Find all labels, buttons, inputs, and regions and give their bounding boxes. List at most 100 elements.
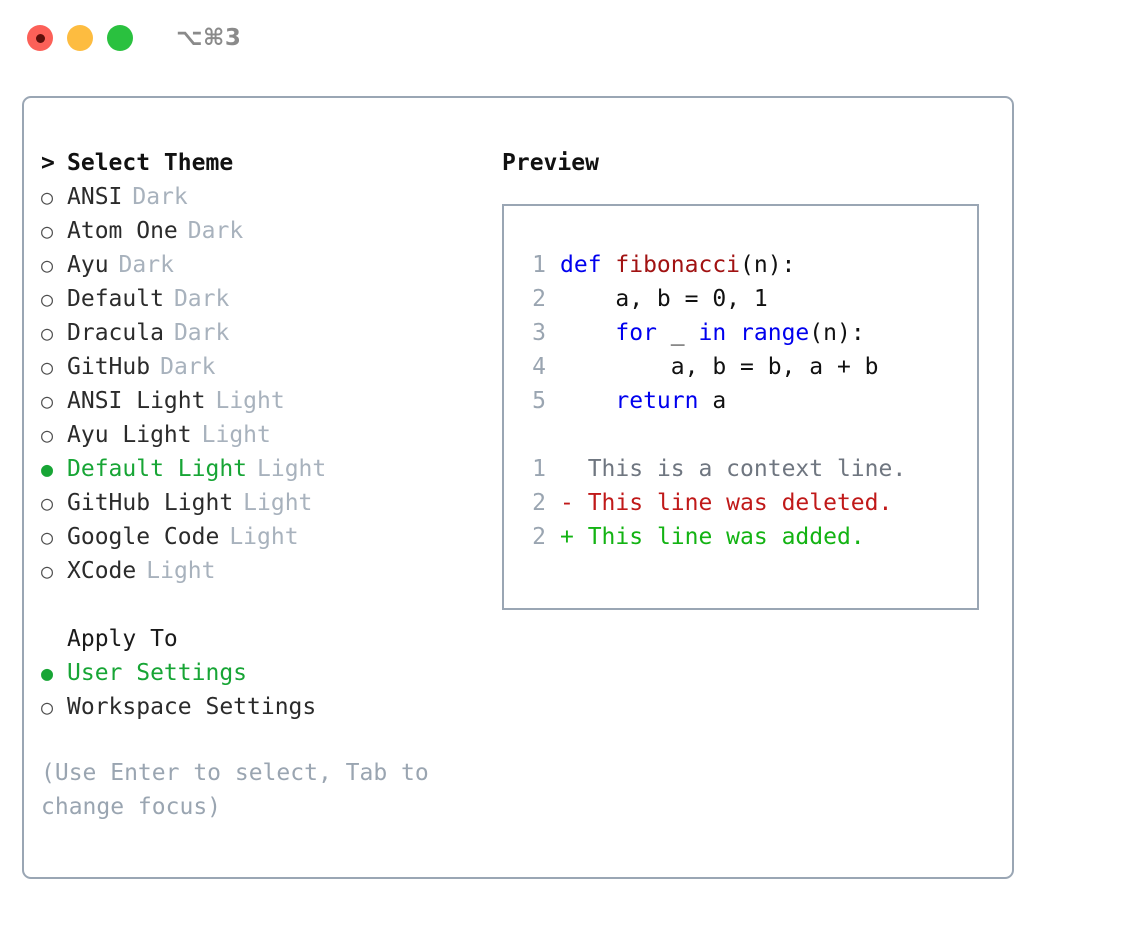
theme-name: GitHub Light — [67, 490, 234, 516]
code-token: return — [615, 388, 699, 414]
radio-unselected-icon: ○ — [41, 185, 54, 209]
line-number: 2 — [532, 524, 546, 550]
apply-to-option-label: Workspace Settings — [67, 694, 317, 720]
window-title-shortcut: ⌥⌘3 — [176, 25, 242, 51]
code-text: for _ in range(n): — [560, 316, 865, 350]
theme-name: Ayu Light — [67, 422, 192, 448]
close-button[interactable] — [27, 25, 53, 51]
line-number: 2 — [532, 490, 546, 516]
code-token: a — [698, 388, 727, 414]
theme-name: Ayu — [67, 252, 109, 278]
code-token — [726, 320, 740, 346]
line-number: 4 — [532, 354, 546, 380]
theme-variant-tag: Dark — [132, 184, 188, 210]
theme-variant-tag: Dark — [173, 286, 230, 312]
select-theme-heading-label: Select Theme — [67, 150, 234, 176]
maximize-button[interactable] — [107, 25, 133, 51]
theme-list-item[interactable]: ○ GitHub Light Light — [41, 486, 501, 520]
code-token: def — [560, 252, 616, 278]
code-token: in — [698, 320, 727, 346]
radio-selected-icon: ● — [41, 661, 54, 685]
theme-list-item[interactable]: ○ ANSI Light Light — [41, 384, 501, 418]
theme-list-item[interactable]: ○ ANSI Dark — [41, 180, 501, 214]
radio-unselected-icon: ○ — [41, 695, 54, 719]
radio-unselected-icon: ○ — [41, 389, 54, 413]
theme-variant-tag: Dark — [187, 218, 244, 244]
code-token: (n): — [740, 252, 796, 278]
code-token: a, b = b, a + b — [560, 354, 879, 380]
code-line: 4 a, b = b, a + b — [518, 350, 977, 384]
radio-unselected-icon: ○ — [41, 423, 54, 447]
theme-list-item[interactable]: ○ Default Dark — [41, 282, 501, 316]
diff-line: 2 + This line was added. — [518, 520, 977, 554]
code-token: fibonacci — [615, 252, 741, 278]
theme-variant-tag: Dark — [173, 320, 230, 346]
diff-text: This is a context line. — [587, 456, 907, 482]
radio-unselected-icon: ○ — [41, 525, 54, 549]
theme-variant-tag: Dark — [118, 252, 174, 278]
line-number: 1 — [532, 252, 546, 278]
code-token: range — [740, 320, 810, 346]
line-number: 3 — [532, 320, 546, 346]
theme-name: Default — [67, 286, 164, 312]
diff-sample: 1 This is a context line.2- This line wa… — [518, 452, 977, 554]
code-token — [560, 388, 615, 414]
code-token: a, b = 0, 1 — [560, 286, 768, 312]
theme-variant-tag: Light — [229, 524, 299, 550]
apply-to-option-label: User Settings — [67, 660, 248, 686]
theme-variant-tag: Light — [146, 558, 216, 584]
apply-to-option[interactable]: ○ Workspace Settings — [41, 690, 501, 724]
theme-name: ANSI — [67, 184, 123, 210]
line-number: 2 — [532, 286, 546, 312]
radio-unselected-icon: ○ — [41, 559, 54, 583]
code-token — [560, 320, 615, 346]
code-line: 2 a, b = 0, 1 — [518, 282, 977, 316]
diff-marker: + — [560, 524, 588, 550]
theme-variant-tag: Light — [215, 388, 285, 414]
theme-name: ANSI Light — [67, 388, 206, 414]
diff-line: 2- This line was deleted. — [518, 486, 977, 520]
code-line: 1 def fibonacci(n): — [518, 248, 977, 282]
theme-name: Atom One — [67, 218, 178, 244]
apply-to-option[interactable]: ● User Settings — [41, 656, 501, 690]
theme-name: GitHub — [67, 354, 151, 380]
theme-variant-tag: Light — [243, 490, 313, 516]
code-text: return a — [560, 384, 726, 418]
code-token: _ — [656, 320, 699, 346]
line-number: 5 — [532, 388, 546, 414]
line-number: 1 — [532, 456, 546, 482]
diff-marker: - — [560, 490, 588, 516]
preview-title: Preview — [502, 150, 599, 176]
theme-variant-tag: Light — [257, 456, 327, 482]
close-icon — [35, 33, 45, 43]
radio-unselected-icon: ○ — [41, 321, 54, 345]
radio-selected-icon: ● — [41, 457, 54, 481]
minimize-button[interactable] — [67, 25, 93, 51]
diff-line: 1 This is a context line. — [518, 452, 977, 486]
diff-text: This line was added. — [587, 524, 865, 550]
select-theme-heading: > Select Theme — [41, 146, 501, 180]
theme-variant-tag: Dark — [160, 354, 216, 380]
diff-text: This line was deleted. — [587, 490, 893, 516]
radio-unselected-icon: ○ — [41, 491, 54, 515]
titlebar: ⌥⌘3 — [0, 0, 1140, 76]
radio-unselected-icon: ○ — [41, 287, 54, 311]
code-token: (n): — [809, 320, 865, 346]
code-text: a, b = 0, 1 — [560, 282, 768, 316]
code-line: 5 return a — [518, 384, 977, 418]
code-line: 3 for _ in range(n): — [518, 316, 977, 350]
